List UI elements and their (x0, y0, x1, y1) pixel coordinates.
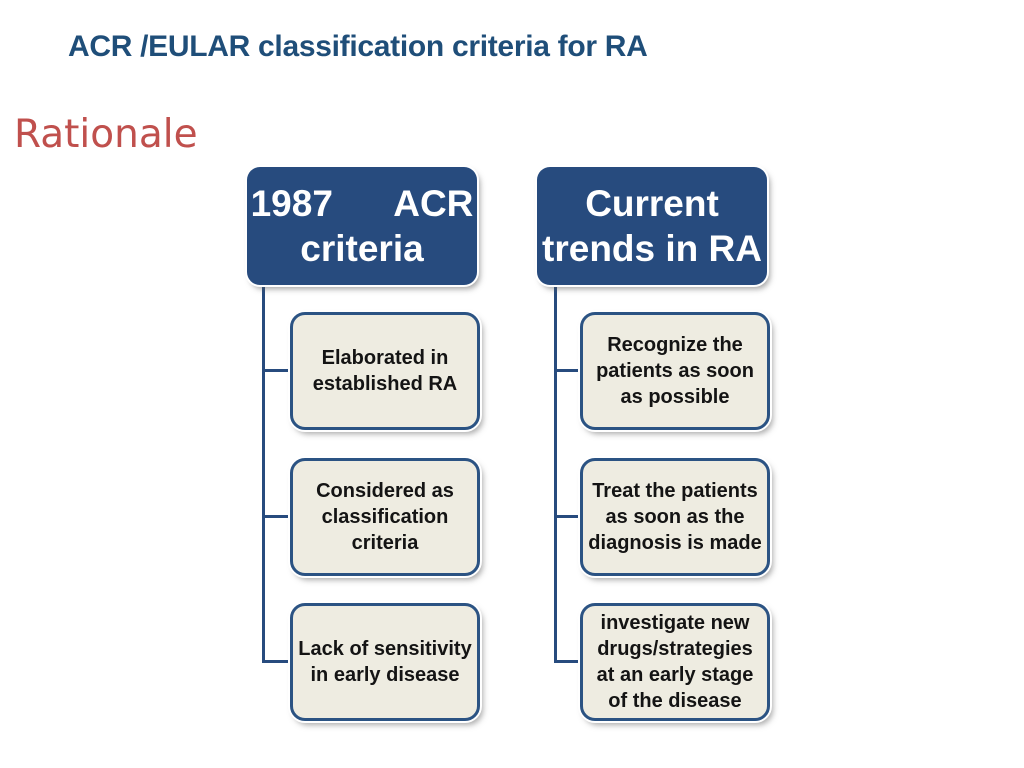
connector-trunk-right (554, 285, 557, 662)
connector-trunk-left (262, 285, 265, 662)
child-box: Elaborated in established RA (290, 312, 480, 430)
slide-subtitle: Rationale (14, 112, 198, 157)
slide-title: ACR /EULAR classification criteria for R… (68, 30, 648, 63)
connector-branch (262, 660, 290, 663)
child-box: investigate new drugs/strategies at an e… (580, 603, 770, 721)
child-box: Recognize the patients as soon as possib… (580, 312, 770, 430)
header-box-current-trends: Current trends in RA (537, 167, 767, 285)
connector-branch (262, 515, 290, 518)
connector-branch (262, 369, 290, 372)
connector-branch (554, 515, 582, 518)
child-box: Treat the patients as soon as the diagno… (580, 458, 770, 576)
child-box: Lack of sensitivity in early disease (290, 603, 480, 721)
child-box: Considered as classification criteria (290, 458, 480, 576)
header-box-1987-acr-criteria: 1987 ACR criteria (247, 167, 477, 285)
connector-branch (554, 369, 582, 372)
connector-branch (554, 660, 582, 663)
